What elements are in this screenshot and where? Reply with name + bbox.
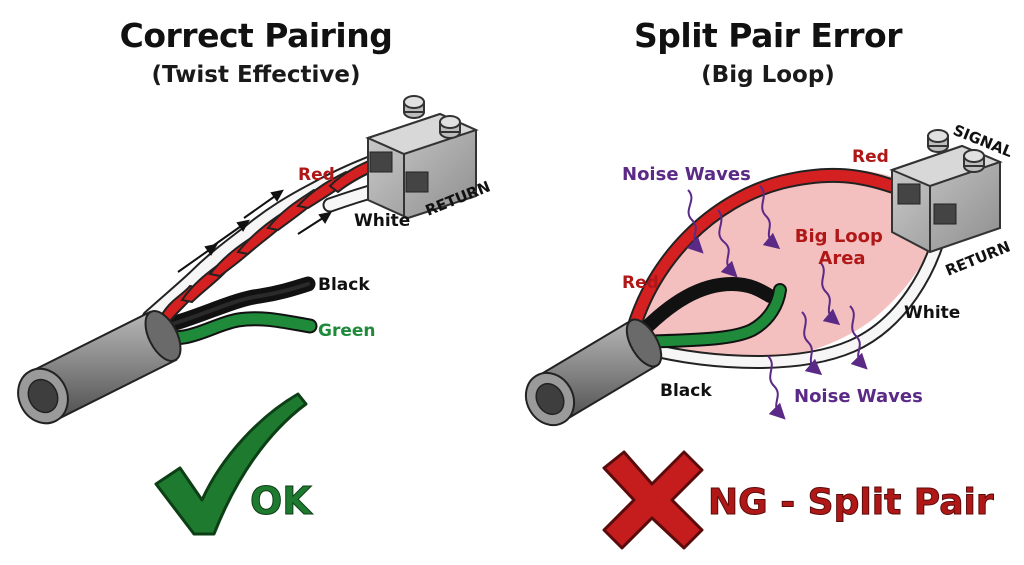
cable-jacket bbox=[524, 318, 663, 427]
white-wire bbox=[631, 219, 949, 369]
black-label: Black bbox=[660, 381, 712, 401]
panel-title: Split Pair Error bbox=[634, 16, 902, 55]
twist-direction-arrows bbox=[177, 189, 332, 273]
panel-subtitle: (Big Loop) bbox=[701, 62, 835, 88]
red-left-label: Red bbox=[622, 273, 659, 293]
panel-subtitle: (Twist Effective) bbox=[151, 62, 361, 88]
check-icon bbox=[154, 392, 308, 536]
ng-verdict: NG - Split Pair bbox=[708, 482, 994, 523]
black-label: Black bbox=[318, 275, 370, 295]
split-pair-panel: Split Pair Error (Big Loop) bbox=[512, 0, 1024, 565]
big-loop-line2: Area bbox=[818, 248, 865, 269]
noise-waves-label-top: Noise Waves bbox=[622, 164, 751, 185]
white-label: White bbox=[354, 211, 410, 231]
red-label: Red bbox=[298, 165, 335, 185]
split-pair-illustration: Noise Waves Red SIGNAL RETURN Big Loop A… bbox=[524, 121, 1016, 550]
black-wire bbox=[142, 276, 316, 338]
black-wire bbox=[629, 276, 777, 345]
x-cross-icon bbox=[602, 450, 704, 550]
correct-pairing-panel: Correct Pairing (Twist Effective) bbox=[17, 16, 493, 536]
big-loop-area-label: Big Loop Area bbox=[795, 226, 889, 269]
noise-waves-label-bottom: Noise Waves bbox=[794, 386, 923, 407]
cable-jacket bbox=[17, 310, 182, 425]
red-top-label: Red bbox=[852, 147, 889, 167]
white-label: White bbox=[904, 303, 960, 323]
panel-title: Correct Pairing bbox=[119, 16, 393, 55]
noise-arrows bbox=[686, 185, 868, 420]
terminal-block bbox=[889, 129, 1003, 254]
big-loop-line1: Big Loop bbox=[795, 226, 883, 247]
green-label: Green bbox=[318, 321, 376, 341]
twisted-pair-illustration: Red White RETURN Black Green OK bbox=[17, 95, 493, 536]
terminal-block bbox=[365, 95, 479, 220]
green-wire bbox=[633, 283, 787, 349]
ok-verdict: OK bbox=[250, 479, 313, 523]
